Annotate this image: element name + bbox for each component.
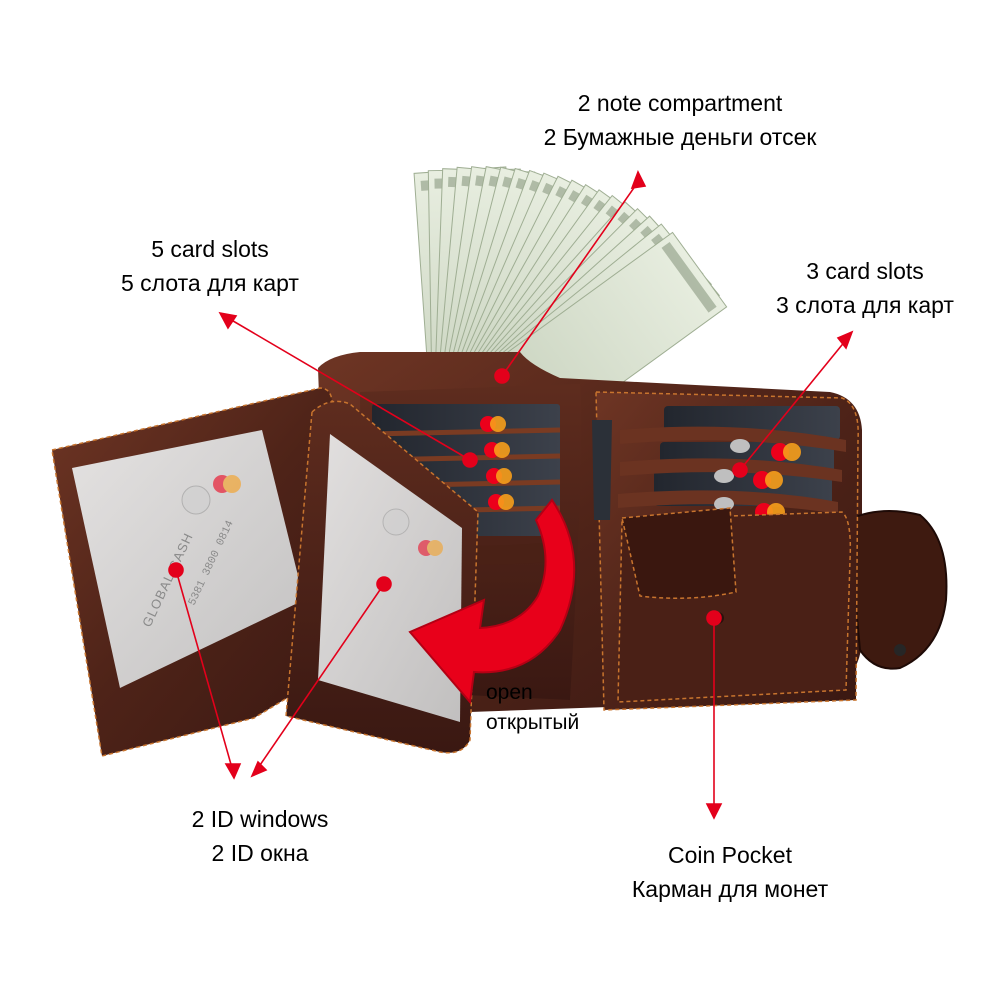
label-open: open открытый [486,678,636,738]
label-note-compartment-ru: 2 Бумажные деньги отсек [543,124,817,150]
callouts [168,170,854,820]
id-card-2 [382,508,443,556]
label-three-card-slots: 3 card slots 3 слота для карт [740,254,990,322]
label-five-card-slots: 5 card slots 5 слота для карт [60,232,360,300]
label-open-ru: открытый [486,711,580,734]
label-coin-pocket: Coin Pocket Карман для монет [580,838,880,906]
label-id-windows-en: 2 ID windows [191,806,329,832]
label-coin-pocket-en: Coin Pocket [667,842,792,868]
label-five-card-slots-ru: 5 слота для карт [121,270,299,296]
label-note-compartment-en: 2 note compartment [577,90,783,116]
label-note-compartment: 2 note compartment 2 Бумажные деньги отс… [470,86,890,154]
banknote-print [661,242,717,313]
coin-pocket-flap [621,507,737,599]
id-window-1 [72,430,304,688]
open-arrow [408,498,576,705]
strap-tab [846,510,948,670]
label-five-card-slots-en: 5 card slots [151,236,269,262]
label-coin-pocket-ru: Карман для монет [631,876,829,902]
label-open-en: open [486,681,533,704]
label-three-card-slots-en: 3 card slots [806,258,924,284]
id-card-1 [181,475,241,515]
label-three-card-slots-ru: 3 слота для карт [776,292,954,318]
right-card-slots [618,406,846,521]
snap-button [894,644,906,656]
label-id-windows-ru: 2 ID окна [211,840,309,866]
label-id-windows: 2 ID windows 2 ID окна [120,802,400,870]
card-slot-vertical [592,420,612,520]
